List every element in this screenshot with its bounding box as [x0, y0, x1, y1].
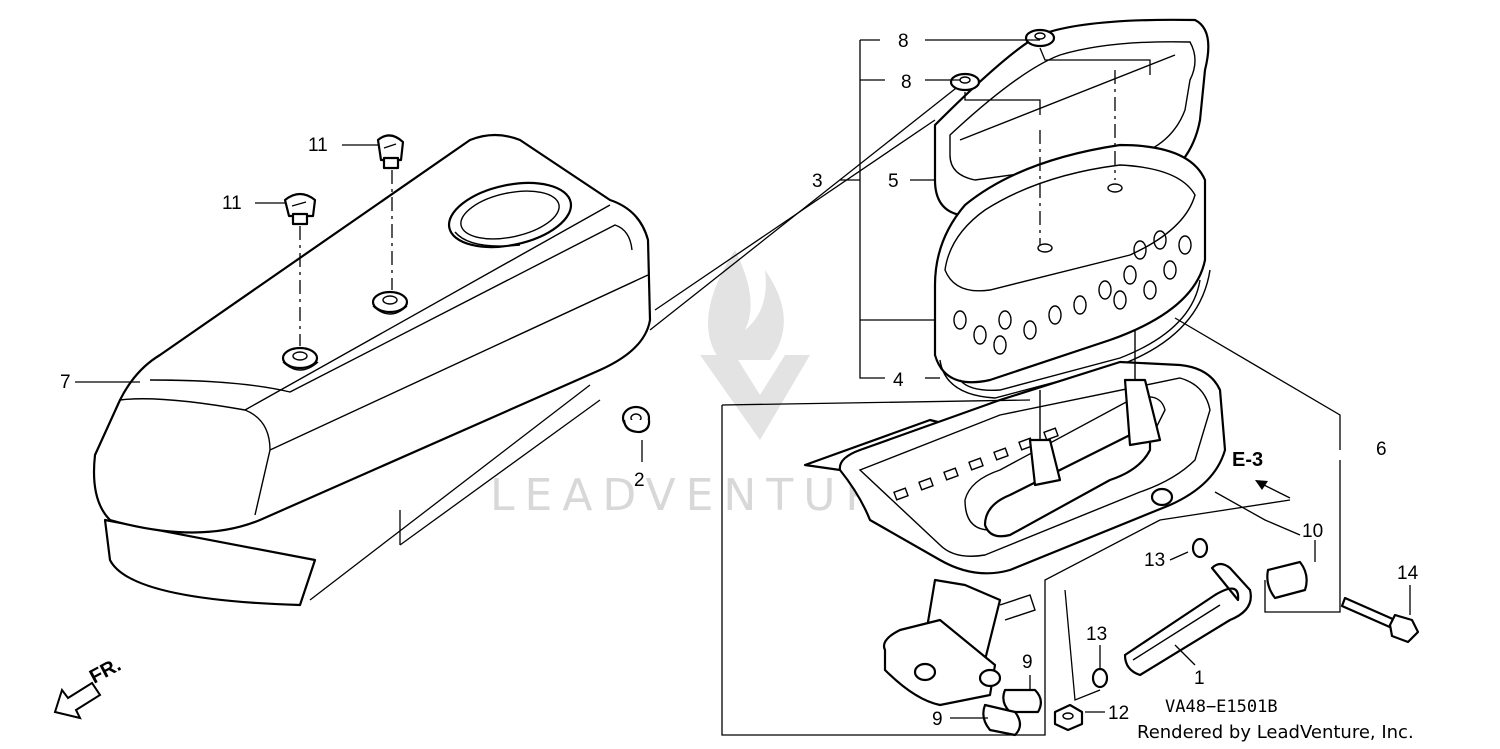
leader-lines — [75, 39, 1411, 736]
breather-tube[interactable] — [1123, 562, 1252, 677]
tube-clip-upper[interactable] — [1191, 537, 1209, 559]
callout-11-upper: 11 — [308, 135, 328, 156]
collar-upper[interactable] — [1002, 688, 1042, 714]
air-cleaner-case[interactable] — [803, 330, 1227, 707]
callout-8-upper: 8 — [898, 31, 909, 52]
watermark: LEADVENTURE — [490, 250, 924, 521]
callout-11-lower: 11 — [222, 193, 242, 214]
cover-knob-lower[interactable] — [283, 192, 317, 226]
paper-element[interactable] — [933, 143, 1211, 399]
drawing-code: VA48−E1501B — [1165, 697, 1278, 717]
callout-1: 1 — [1194, 668, 1205, 689]
element-grommet-lower[interactable] — [949, 72, 981, 92]
reference-label: E-3 — [1232, 449, 1263, 471]
element-grommet-upper[interactable] — [1024, 28, 1056, 48]
callout-4: 4 — [893, 370, 904, 391]
callout-8-lower: 8 — [901, 72, 912, 93]
callout-5: 5 — [888, 171, 899, 192]
flange-nut[interactable] — [1053, 703, 1084, 732]
callout-10: 10 — [1302, 521, 1323, 542]
front-direction-indicator: FR. — [53, 654, 125, 720]
tube-clip-lower[interactable] — [1091, 667, 1109, 689]
callout-7: 7 — [60, 372, 71, 393]
grommet[interactable] — [621, 405, 651, 434]
front-arrow-icon — [53, 681, 102, 720]
callout-2: 2 — [634, 470, 645, 491]
callout-9-lower: 9 — [932, 709, 943, 730]
callout-9-upper: 9 — [1022, 652, 1033, 673]
case-collar[interactable] — [1266, 560, 1308, 600]
reference-arrow — [1255, 480, 1291, 499]
callout-13-upper: 13 — [1144, 550, 1165, 571]
callout-14: 14 — [1397, 563, 1419, 584]
render-credit: Rendered by LeadVenture, Inc. — [1137, 722, 1414, 743]
watermark-text: LEADVENTURE — [490, 470, 924, 521]
watermark-v-logo — [700, 355, 810, 440]
callout-13-lower: 13 — [1086, 624, 1107, 645]
callouts: 1 2 3 4 5 6 7 8 8 9 9 10 11 11 12 13 13 … — [60, 31, 1419, 730]
callout-3: 3 — [812, 171, 823, 192]
watermark-logo — [708, 250, 784, 360]
callout-6: 6 — [1376, 439, 1387, 460]
cover-knob-upper[interactable] — [376, 134, 405, 170]
callout-12: 12 — [1108, 703, 1129, 724]
flange-bolt[interactable] — [1340, 596, 1420, 644]
air-cleaner-cover[interactable] — [92, 133, 652, 607]
